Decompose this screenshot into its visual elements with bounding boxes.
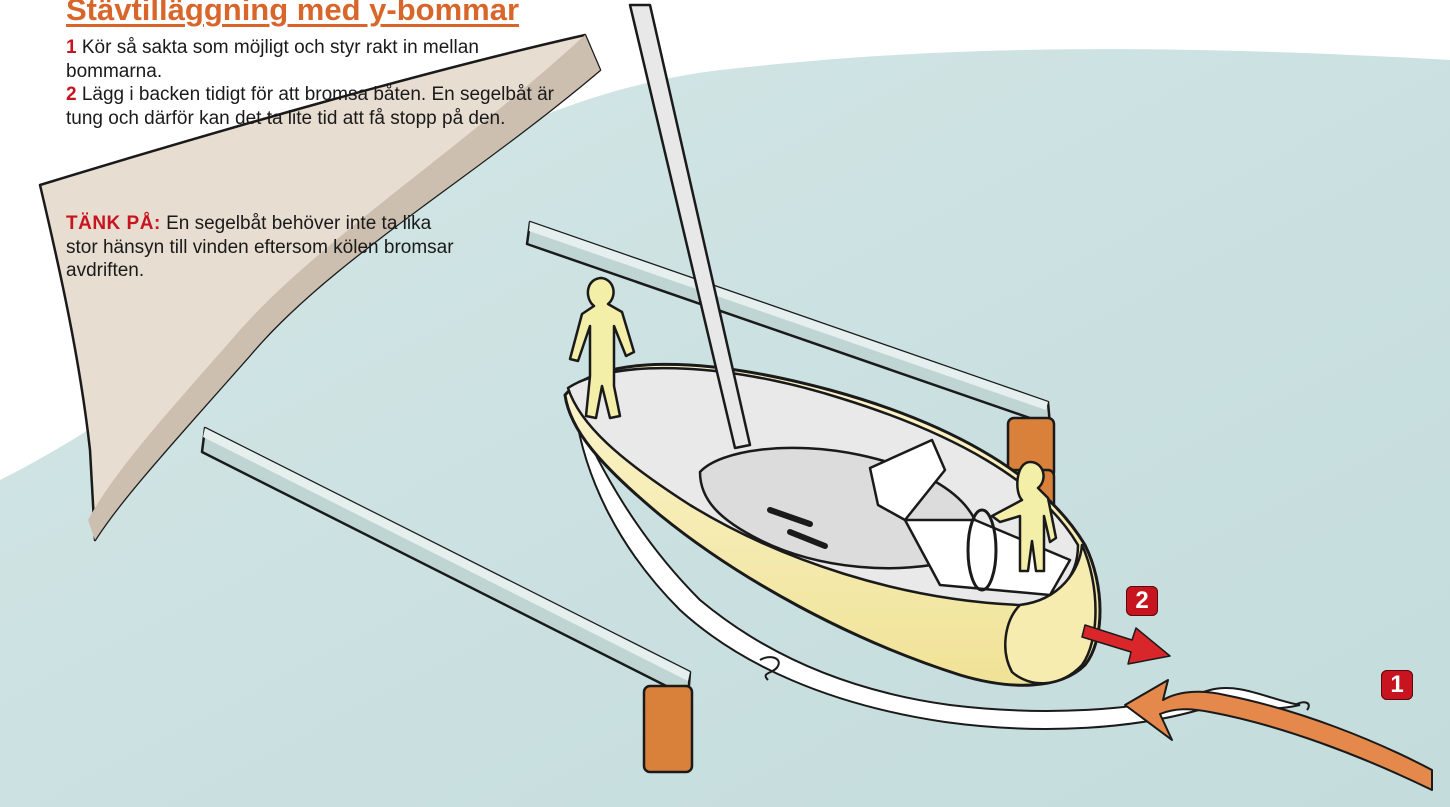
step-1-number: 1 [66,37,77,58]
step-2: 2 Lägg i backen tidigt för att bromsa bå… [66,83,566,130]
step-list: 1 Kör så sakta som möjligt och styr rakt… [66,36,566,130]
step-2-text: Lägg i backen tidigt för att bromsa båte… [66,84,554,129]
step-1: 1 Kör så sakta som möjligt och styr rakt… [66,36,566,83]
tip-label: TÄNK PÅ: [66,213,161,234]
page-title: Stävtilläggning med y-bommar [66,0,519,29]
step-1-badge: 1 [1381,670,1413,700]
step-2-number: 2 [66,84,77,105]
tip: TÄNK PÅ: En segelbåt behöver inte ta lik… [66,212,466,283]
step-1-text: Kör så sakta som möjligt och styr rakt i… [66,37,479,82]
step-2-badge: 2 [1126,586,1158,616]
